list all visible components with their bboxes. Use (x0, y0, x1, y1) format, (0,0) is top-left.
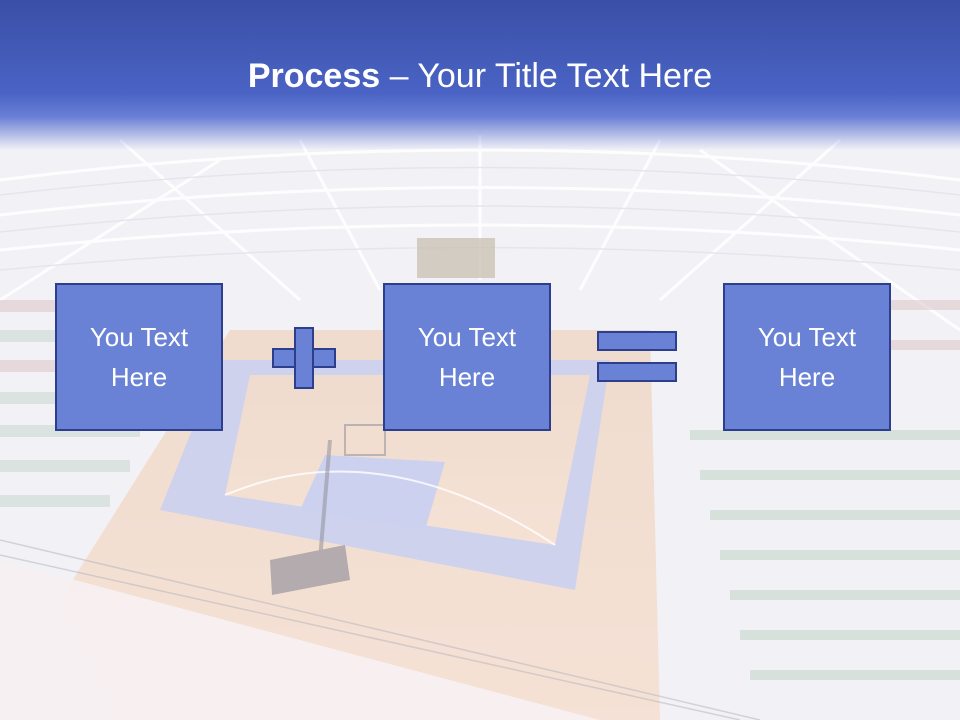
title-band (0, 0, 960, 150)
slide-title-rest: – Your Title Text Here (380, 57, 713, 95)
equals-icon (597, 331, 677, 383)
slide-title: Process – Your Title Text Here (0, 56, 960, 96)
process-box-1-text: You Text Here (89, 322, 189, 392)
plus-icon (272, 327, 336, 389)
process-box-1[interactable]: You Text Here (55, 283, 223, 431)
process-box-3-text: You Text Here (757, 322, 857, 392)
process-box-2[interactable]: You Text Here (383, 283, 551, 431)
process-box-3[interactable]: You Text Here (723, 283, 891, 431)
process-box-2-text: You Text Here (417, 322, 517, 392)
slide-title-bold: Process (247, 57, 381, 95)
